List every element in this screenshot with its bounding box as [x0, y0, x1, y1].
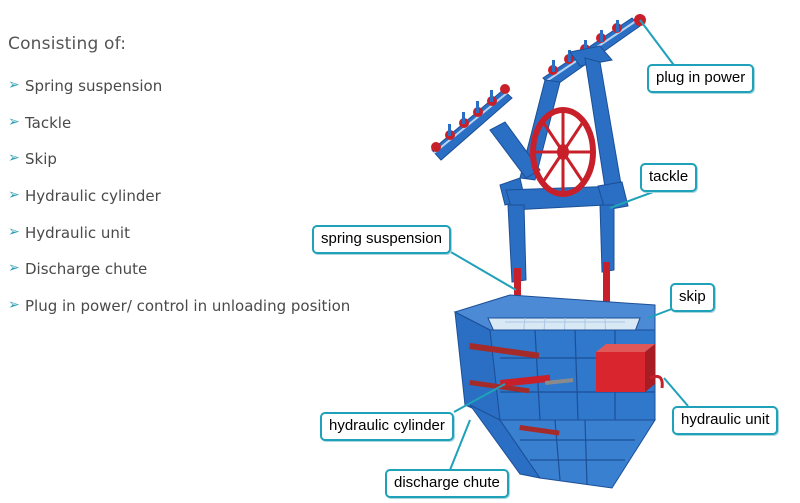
hydraulic-pipe: [649, 374, 664, 389]
arrow-bullet-icon: ➢: [8, 223, 20, 240]
list-item: ➢Discharge chute: [8, 260, 148, 279]
leader-lines: [443, 19, 691, 471]
leader-discharge-chute: [449, 419, 471, 471]
tackle-wheel: [530, 107, 596, 197]
list-item: ➢Hydraulic cylinder: [8, 187, 161, 206]
callout-discharge-chute: discharge chute: [385, 469, 509, 498]
callout-plug-in-power: plug in power: [647, 64, 755, 93]
arrow-bullet-icon: ➢: [8, 150, 20, 167]
arrow-bullet-icon: ➢: [8, 260, 20, 277]
power-rail-lower: [431, 84, 513, 161]
callout-spring-suspension: spring suspension: [312, 225, 451, 254]
components-list: ➢Spring suspension ➢Tackle ➢Skip ➢Hydrau…: [8, 68, 350, 324]
leader-plug-in-power: [639, 19, 677, 69]
hydraulic-cylinder-part: [500, 374, 574, 387]
callout-skip: skip: [670, 283, 715, 312]
list-item: ➢Tackle: [8, 113, 72, 132]
arrow-bullet-icon: ➢: [8, 113, 20, 130]
hydraulic-unit-box: [596, 344, 655, 392]
list-item: ➢Plug in power/ control in unloading pos…: [8, 296, 351, 315]
callout-tackle: tackle: [640, 163, 698, 192]
arrow-bullet-icon: ➢: [8, 77, 20, 94]
components-heading: Consisting of:: [8, 34, 127, 54]
spring-suspension-rods: [514, 262, 610, 310]
leader-hydraulic-cylinder: [453, 383, 506, 413]
arrow-bullet-icon: ➢: [8, 296, 20, 313]
callout-hydraulic-cylinder: hydraulic cylinder: [320, 412, 454, 441]
callout-hydraulic-unit: hydraulic unit: [672, 406, 779, 435]
list-item: ➢Hydraulic unit: [8, 223, 130, 242]
arrow-bullet-icon: ➢: [8, 187, 20, 204]
skip-body: [453, 294, 656, 489]
leader-hydraulic-unit: [663, 377, 689, 407]
tackle-frame: [489, 57, 629, 283]
leader-spring-suspension: [443, 247, 517, 291]
list-item: ➢Skip: [8, 150, 57, 169]
list-item: ➢Spring suspension: [8, 77, 163, 96]
